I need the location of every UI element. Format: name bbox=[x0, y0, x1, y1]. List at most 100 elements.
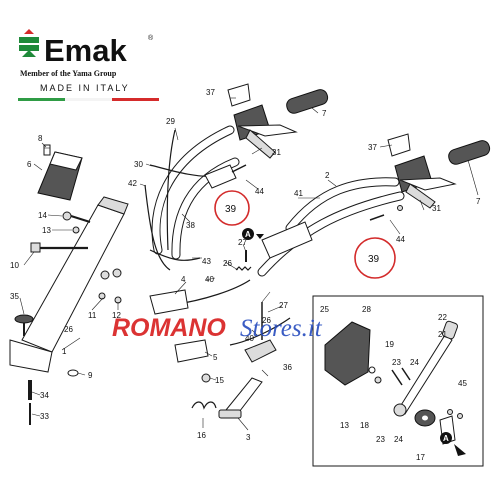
knob-35 bbox=[14, 314, 34, 336]
label-37-right: 37 bbox=[368, 143, 377, 152]
label-4: 4 bbox=[181, 275, 186, 284]
callout-a-main: A bbox=[242, 228, 264, 240]
highlight-39-left-label: 39 bbox=[225, 204, 237, 215]
clamp-5 bbox=[174, 339, 209, 363]
bolt-10 bbox=[30, 242, 88, 253]
label-7-right: 7 bbox=[476, 197, 481, 206]
knob-22 bbox=[441, 320, 459, 340]
clamp-37-right bbox=[387, 133, 411, 157]
label-6: 6 bbox=[27, 160, 32, 169]
watermark: ROMANO Stores.it bbox=[112, 314, 323, 342]
label-30: 30 bbox=[134, 160, 143, 169]
leader-lines bbox=[19, 97, 479, 431]
label-25: 25 bbox=[320, 305, 329, 314]
label-35: 35 bbox=[10, 292, 19, 301]
label-13-inset: 13 bbox=[340, 421, 349, 430]
disc-17 bbox=[414, 409, 436, 427]
label-26-mid: 26 bbox=[223, 259, 232, 268]
label-2: 2 bbox=[325, 171, 330, 180]
brand-name: Emak bbox=[44, 33, 127, 68]
label-21: 21 bbox=[438, 330, 447, 339]
nut-15 bbox=[201, 373, 211, 383]
gear-housing-25 bbox=[324, 321, 371, 386]
label-26-left: 26 bbox=[64, 325, 73, 334]
washers-18-19 bbox=[368, 366, 382, 384]
screw-8 bbox=[43, 144, 51, 156]
bolt-14 bbox=[62, 211, 91, 223]
cable-29 bbox=[166, 129, 176, 251]
label-15: 15 bbox=[215, 376, 224, 385]
label-7-left: 7 bbox=[322, 109, 327, 118]
detail-inset: A bbox=[312, 295, 484, 467]
label-38: 38 bbox=[186, 221, 195, 230]
callout-a-inset-letter: A bbox=[443, 434, 449, 443]
label-14: 14 bbox=[38, 211, 47, 220]
spring-26 bbox=[235, 266, 252, 271]
label-44-left: 44 bbox=[255, 187, 264, 196]
label-5: 5 bbox=[213, 353, 218, 362]
brand-member: Member of the Yama Group bbox=[20, 69, 117, 78]
label-8: 8 bbox=[38, 134, 43, 143]
highlight-39-right: 39 bbox=[354, 237, 396, 279]
label-23-bottom: 23 bbox=[376, 435, 385, 444]
label-34: 34 bbox=[40, 391, 49, 400]
brand-logo: Emak ® Member of the Yama Group MADE IN … bbox=[18, 29, 159, 101]
label-40-bottom: 40 bbox=[245, 334, 254, 343]
label-37-left: 37 bbox=[206, 88, 215, 97]
grip-7-right bbox=[448, 140, 491, 165]
label-45: 45 bbox=[458, 379, 467, 388]
label-31-right: 31 bbox=[432, 204, 441, 213]
watermark-stores: Stores.it bbox=[240, 315, 323, 342]
label-26-bottom: 26 bbox=[262, 316, 271, 325]
handlebar-left-tube bbox=[151, 125, 235, 255]
label-41: 41 bbox=[294, 189, 303, 198]
screw-13 bbox=[72, 226, 80, 234]
label-13-left: 13 bbox=[42, 226, 51, 235]
lever-21 bbox=[393, 334, 453, 417]
cable-bracket bbox=[204, 164, 237, 189]
label-29: 29 bbox=[166, 117, 175, 126]
part-labels: 8 6 14 13 10 35 11 12 26 1 9 34 33 29 30… bbox=[10, 88, 481, 462]
label-40-top: 40 bbox=[205, 275, 214, 284]
clamp-4 bbox=[149, 289, 189, 315]
spring-16 bbox=[191, 401, 217, 410]
lever-36 bbox=[244, 302, 277, 363]
control-lever-31-right bbox=[394, 155, 457, 209]
screws-23-24 bbox=[391, 367, 411, 386]
label-36: 36 bbox=[283, 363, 292, 372]
label-16: 16 bbox=[197, 431, 206, 440]
italian-flag-stripe bbox=[18, 98, 159, 101]
label-27-top: 27 bbox=[238, 238, 247, 247]
label-23-top: 23 bbox=[392, 358, 401, 367]
emak-logo-icon bbox=[19, 29, 39, 57]
label-22: 22 bbox=[438, 313, 447, 322]
cross-bracket bbox=[261, 221, 313, 259]
screws-44 bbox=[231, 164, 403, 221]
label-27-bottom: 27 bbox=[279, 301, 288, 310]
nuts-11-12 bbox=[98, 268, 122, 304]
label-43: 43 bbox=[202, 257, 211, 266]
registered-mark: ® bbox=[148, 34, 154, 42]
cable-42 bbox=[144, 184, 171, 271]
screws-45 bbox=[447, 409, 463, 419]
handle-cover-6 bbox=[37, 151, 83, 201]
label-24-bottom: 24 bbox=[394, 435, 403, 444]
watermark-romano: ROMANO bbox=[112, 314, 226, 342]
label-19: 19 bbox=[385, 340, 394, 349]
handle-support-arm bbox=[9, 196, 129, 373]
label-28: 28 bbox=[362, 305, 371, 314]
handlebar-right-tube-2 bbox=[257, 177, 405, 277]
highlight-39-right-label: 39 bbox=[368, 254, 380, 265]
highlight-39-left: 39 bbox=[214, 190, 250, 226]
lever-3 bbox=[218, 377, 263, 419]
clamp-37-left bbox=[227, 83, 251, 107]
callout-a-letter: A bbox=[245, 230, 251, 239]
label-31-left: 31 bbox=[272, 148, 281, 157]
ring-9 bbox=[67, 369, 79, 377]
label-1: 1 bbox=[62, 347, 67, 356]
label-11: 11 bbox=[88, 311, 97, 320]
cable-43 bbox=[149, 249, 201, 261]
label-42: 42 bbox=[128, 179, 137, 188]
label-17: 17 bbox=[416, 453, 425, 462]
